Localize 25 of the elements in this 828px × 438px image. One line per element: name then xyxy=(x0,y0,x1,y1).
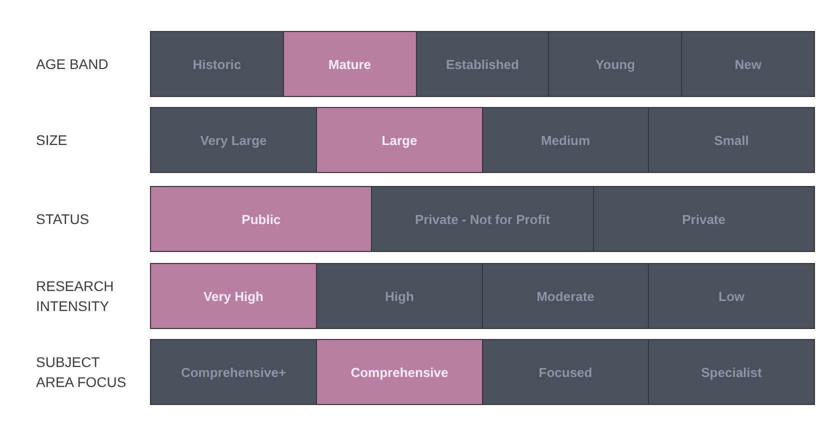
category-segment: Specialist xyxy=(648,339,815,405)
row-label: AGE BAND xyxy=(36,55,108,74)
category-segment: Young xyxy=(548,31,682,97)
category-segment: Private xyxy=(592,186,815,252)
category-segment: Private - Not for Profit xyxy=(371,186,594,252)
category-segment: Comprehensive+ xyxy=(150,339,317,405)
row-label: STATUS xyxy=(36,210,90,229)
category-segment: Established xyxy=(416,31,550,97)
category-segment: New xyxy=(681,31,815,97)
category-segment: Medium xyxy=(482,107,649,173)
highlighted-segment: Very High xyxy=(150,263,317,329)
category-segment: Moderate xyxy=(482,263,649,329)
row-label: SIZE xyxy=(36,131,68,150)
category-segment: Focused xyxy=(482,339,649,405)
category-segment: Low xyxy=(648,263,815,329)
highlighted-segment: Large xyxy=(316,107,483,173)
highlighted-segment: Comprehensive xyxy=(316,339,483,405)
category-segment: Very Large xyxy=(150,107,317,173)
category-segment: Historic xyxy=(150,31,284,97)
highlighted-segment: Mature xyxy=(282,31,417,97)
row-label: RESEARCH INTENSITY xyxy=(36,277,115,316)
category-segment: High xyxy=(316,263,483,329)
category-segment: Small xyxy=(648,107,815,173)
highlighted-segment: Public xyxy=(150,186,372,252)
row-label: SUBJECT AREA FOCUS xyxy=(36,353,128,392)
